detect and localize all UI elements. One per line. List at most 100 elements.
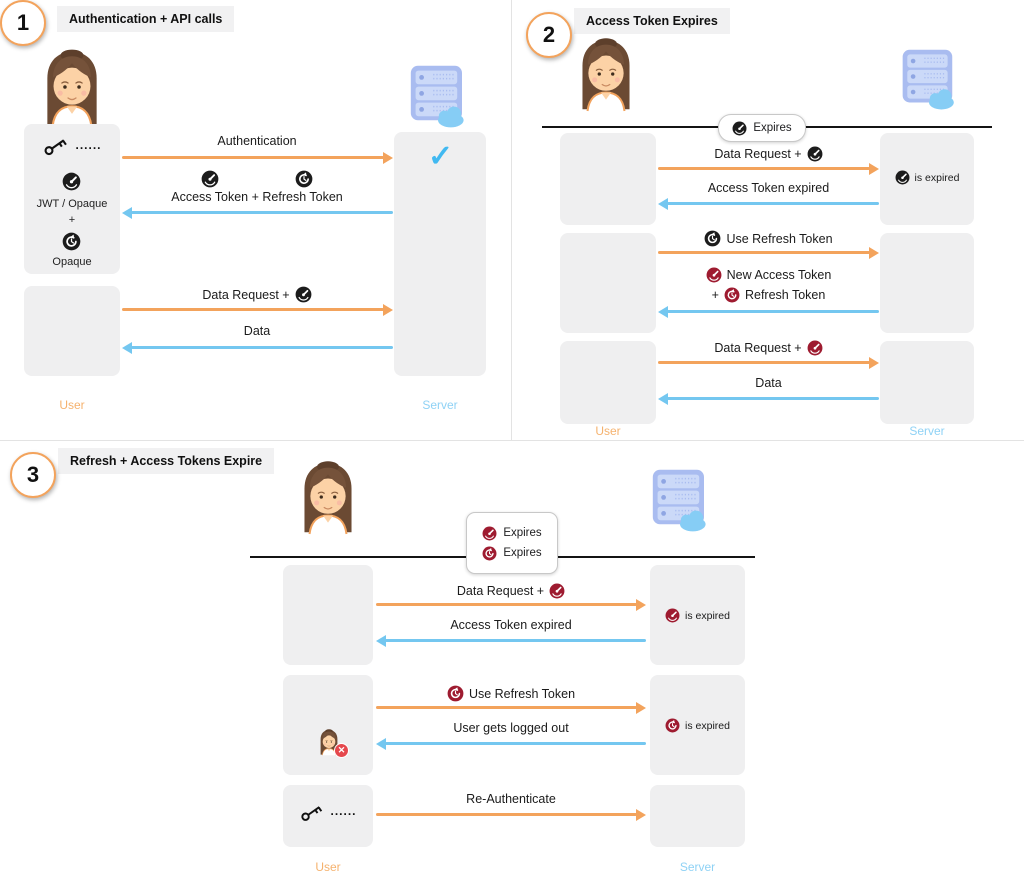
refresh-token-expired-badge: is expired [650,718,745,733]
response-arrow [658,197,879,210]
user-lifeline-box [560,341,656,424]
message-logged-out: User gets logged out [453,721,569,735]
access-token-icon [62,172,81,191]
message-token-expired: Access Token expired [707,181,830,195]
refresh-token-icon [62,232,81,251]
request-arrow [122,303,393,316]
message-new-access-token: New Access Token [658,267,879,283]
message-use-refresh: Use Refresh Token [376,685,646,702]
message-new-refresh-token: + Refresh Token [711,287,826,303]
response-arrow [658,392,879,405]
access-token-expires-row: Expires [482,526,542,541]
logged-out-user-icon: ✕ [314,728,349,758]
message-data-request: Data Request + [376,583,646,599]
message-reauthenticate: Re-Authenticate [466,792,556,806]
access-token-icon [807,340,823,356]
server-label: Server [679,860,716,874]
message-token-expired: Access Token expired [450,618,572,632]
server-label: Server [422,398,458,412]
response-arrow [376,634,646,647]
message-authentication: Authentication [217,134,297,148]
server-icon [898,48,960,112]
message-data-request: Data Request + [122,286,392,303]
expires-pill: Expires Expires [466,512,558,574]
request-arrow [376,598,646,611]
access-token-icon [807,146,823,162]
step-number: 3 [26,462,40,487]
server-lifeline-box [650,785,745,847]
user-label: User [595,424,621,438]
message-data-request: Data Request + [658,340,879,356]
request-arrow [122,151,393,164]
plus-label: + [68,214,76,226]
step-number-badge: 1 [0,0,46,46]
access-token-icon [895,170,910,185]
request-arrow [658,246,879,259]
refresh-token-icon [704,230,721,247]
server-icon [648,468,712,534]
response-arrow [658,305,879,318]
user-label: User [315,860,341,874]
user-lifeline-box [283,785,373,847]
response-arrow [376,737,646,750]
step-number-badge: 2 [526,12,572,58]
access-token-icon [482,526,497,541]
check-icon: ✓ [428,140,454,173]
access-token-expired-badge: is expired [650,608,745,623]
logged-out-x-icon: ✕ [334,743,349,758]
access-token-icon [549,583,565,599]
request-arrow [376,808,646,821]
password-dots: ...... [330,804,357,818]
server-label: Server [909,424,945,438]
panel-1-authentication: 1 Authentication + API calls ✓ ...... JW… [0,0,512,440]
user-avatar-icon [564,36,648,112]
message-data: Data [755,376,782,390]
user-avatar-icon [28,48,116,126]
user-lifeline-box [283,675,373,775]
token-expired-badge: is expired [880,170,974,185]
vertical-panel-divider [511,0,512,441]
jwt-opaque-label: JWT / Opaque [36,198,108,210]
user-lifeline-box [24,286,120,376]
user-avatar-icon [286,458,370,536]
panel-title: Access Token Expires [574,8,730,34]
access-token-icon [201,170,219,188]
message-data-request: Data Request + [658,146,879,162]
password-dots: ...... [75,138,102,152]
user-lifeline-box [560,233,656,333]
step-number: 2 [542,22,556,47]
refresh-token-icon [447,685,464,702]
panel-title: Authentication + API calls [57,6,235,32]
request-arrow [658,162,879,175]
response-arrow [122,206,393,219]
refresh-token-icon [482,546,497,561]
credentials-row: ...... [288,804,368,818]
response-arrow [122,341,393,354]
token-icons-row [122,170,392,188]
refresh-token-icon [724,287,740,303]
access-token-icon [295,286,312,303]
access-token-icon [706,267,722,283]
credentials-row: ...... [30,138,114,152]
message-use-refresh: Use Refresh Token [658,230,879,247]
panel-title: Refresh + Access Tokens Expire [58,448,275,474]
server-lifeline-box [394,132,486,376]
expires-pill: Expires [718,114,806,142]
refresh-token-icon [665,718,680,733]
opaque-label: Opaque [52,256,92,268]
step-number-badge: 3 [10,452,56,498]
message-data: Data [243,324,271,338]
request-arrow [376,701,646,714]
panel-2-access-token-expires: 2 Access Token Expires Expires is expire… [512,0,1024,440]
user-lifeline-box [283,565,373,665]
horizontal-panel-divider [0,440,1024,441]
message-tokens-returned: Access Token + Refresh Token [171,190,343,204]
server-lifeline-box [880,341,974,424]
user-lifeline-box [560,133,656,225]
access-token-icon [665,608,680,623]
user-label: User [59,398,85,412]
refresh-token-icon [295,170,313,188]
refresh-token-expires-row: Expires [482,546,542,561]
access-token-icon [732,121,747,136]
